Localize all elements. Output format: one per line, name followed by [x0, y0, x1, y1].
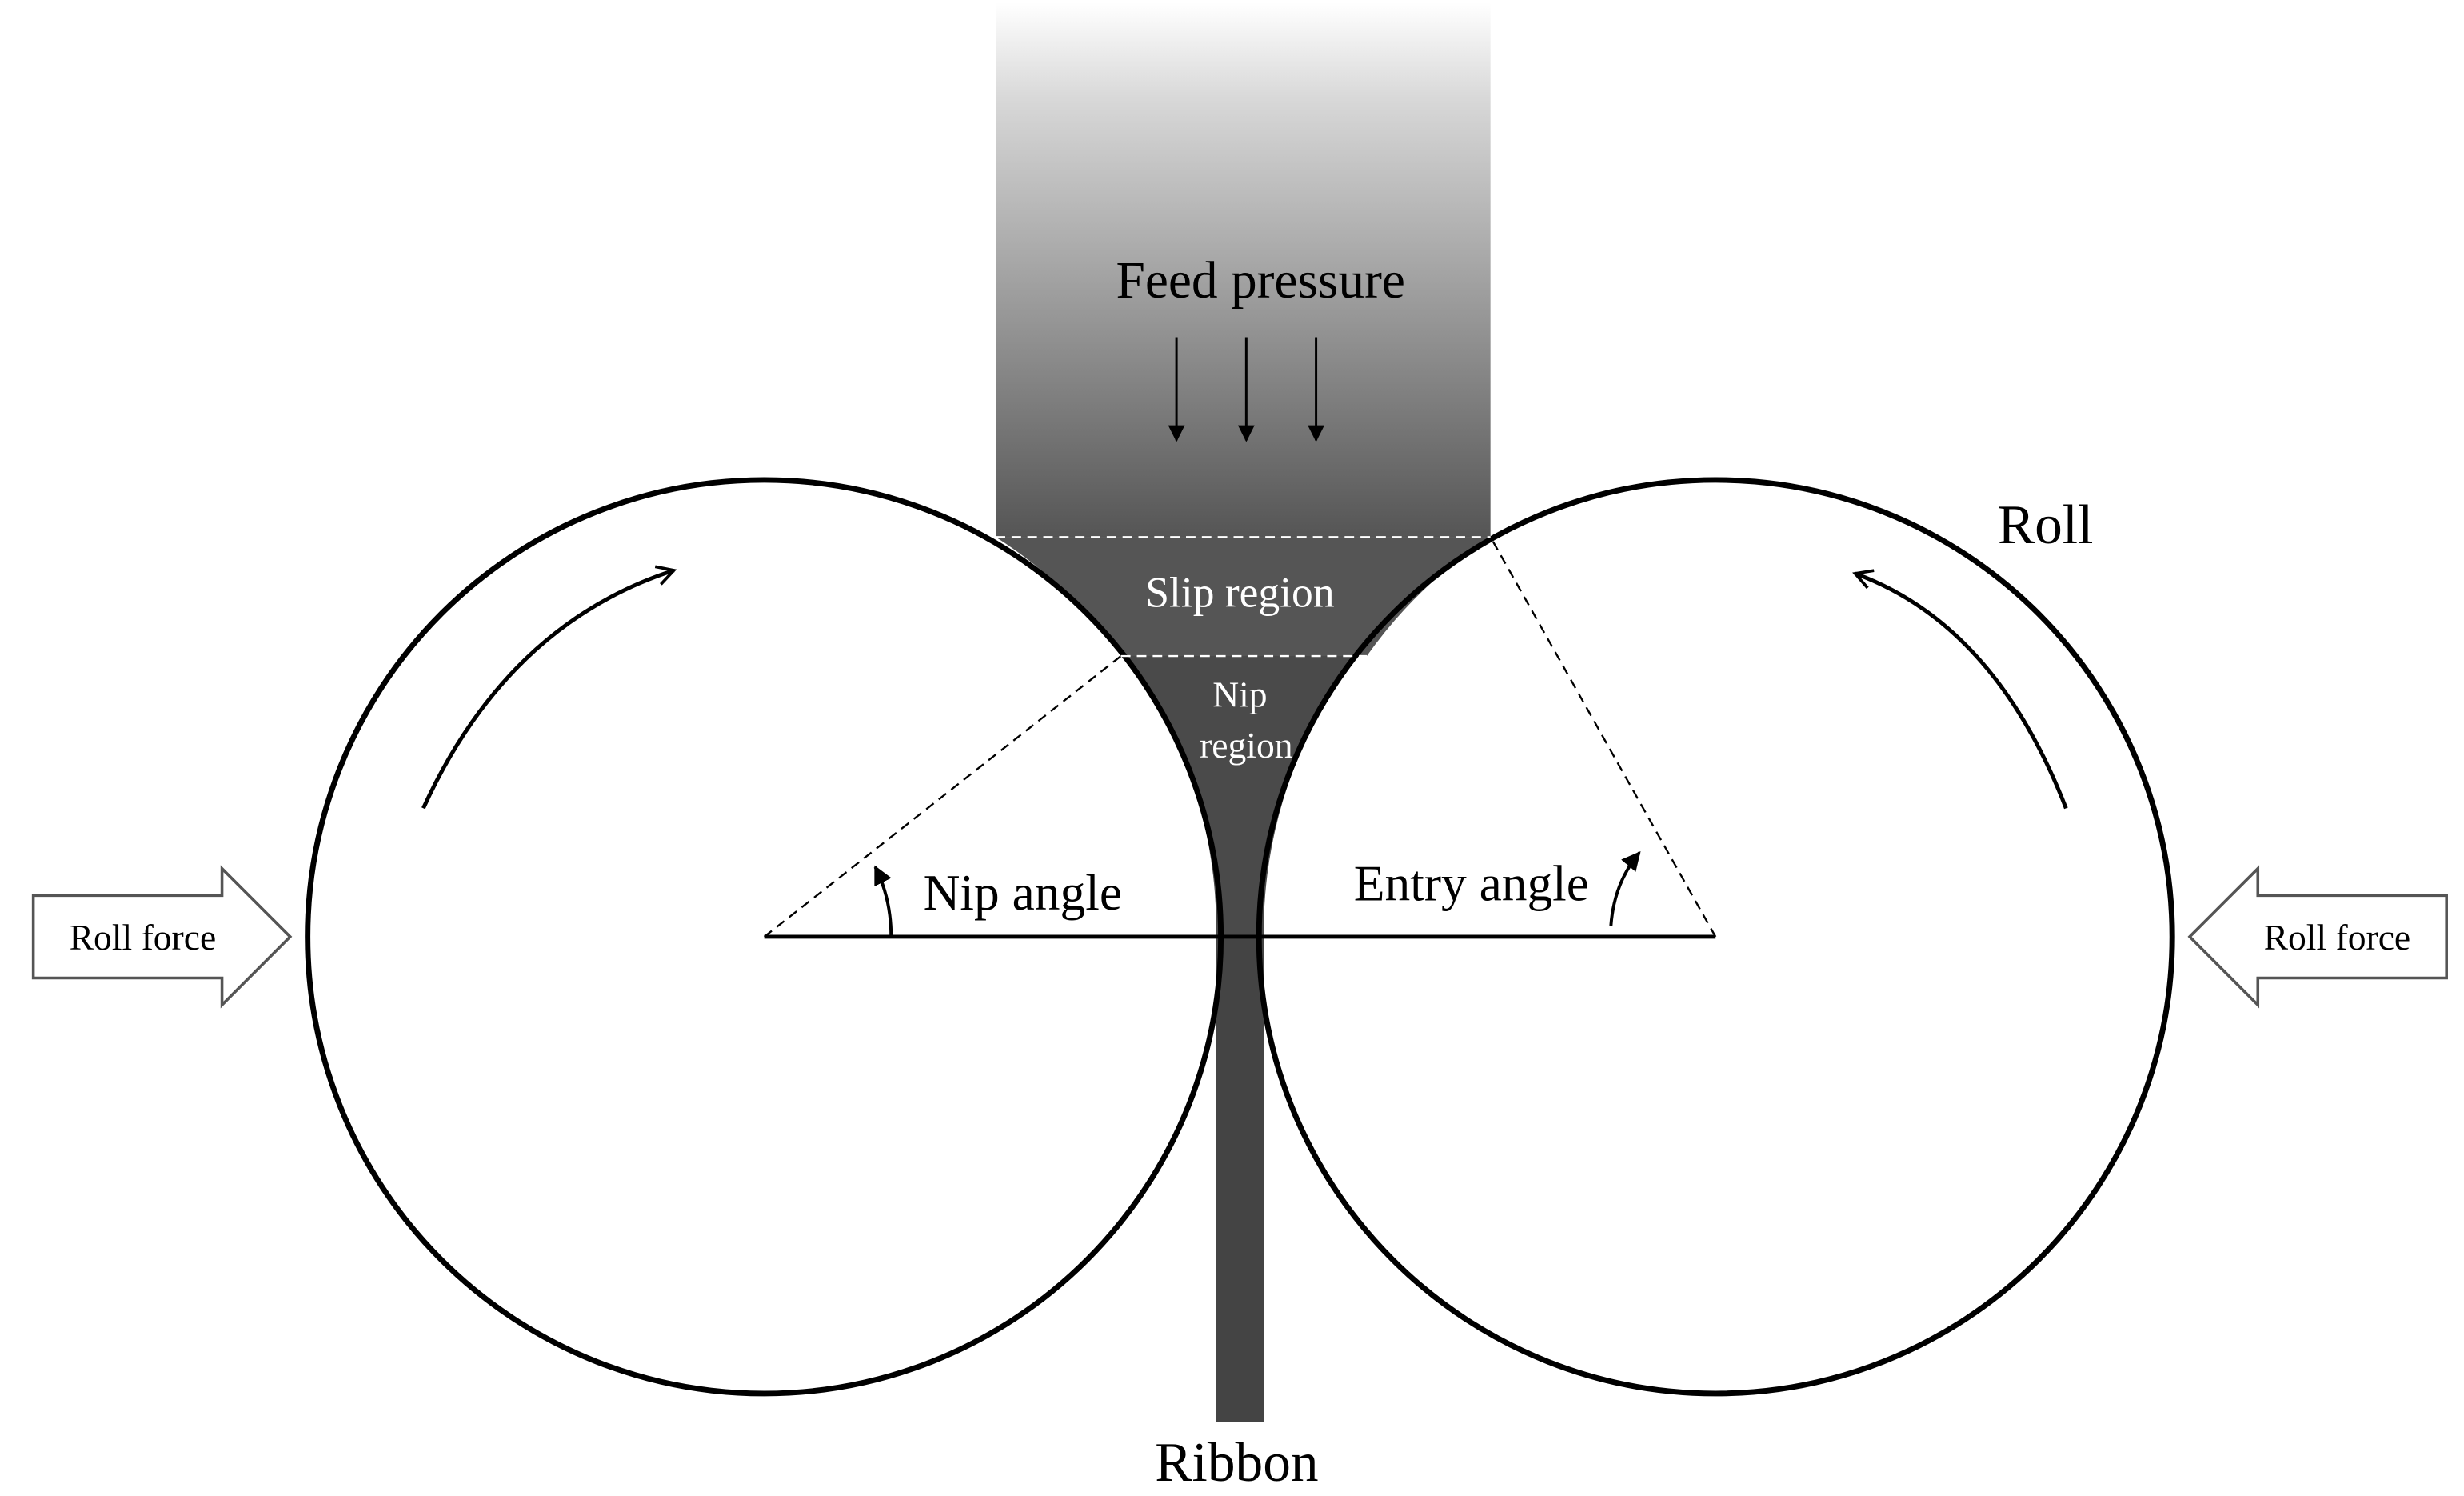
ribbon-label: Ribbon: [1155, 1432, 1318, 1494]
feed-hopper: [996, 2, 1491, 538]
feed-pressure-label: Feed pressure: [1116, 252, 1404, 310]
roll-label: Roll: [1998, 494, 2094, 556]
roll-force-right-label: Roll force: [2264, 917, 2411, 958]
entry-angle-line: [1489, 536, 1717, 938]
nip-angle-label: Nip angle: [924, 864, 1122, 921]
left-roll-rotation-arrow-icon: [421, 565, 677, 810]
entry-angle-label: Entry angle: [1354, 854, 1589, 911]
ribbon-strip: [1216, 934, 1264, 1422]
roll-force-left-arrow-icon: [31, 865, 293, 1009]
slip-zone-shade: [996, 537, 1491, 657]
nip-region-label-line2: region: [1200, 725, 1293, 766]
right-roll-rotation-arrow-icon: [1852, 569, 2068, 810]
nip-angle-line: [763, 655, 1122, 938]
roll-force-right-arrow-icon: [2187, 865, 2448, 1009]
entry-angle-arc-icon: [1609, 851, 1641, 926]
slip-region-label: Slip region: [1145, 569, 1334, 617]
roll-force-left-label: Roll force: [70, 917, 217, 958]
nip-angle-arc-icon: [873, 865, 893, 937]
nip-region-label-line1: Nip: [1212, 674, 1267, 714]
